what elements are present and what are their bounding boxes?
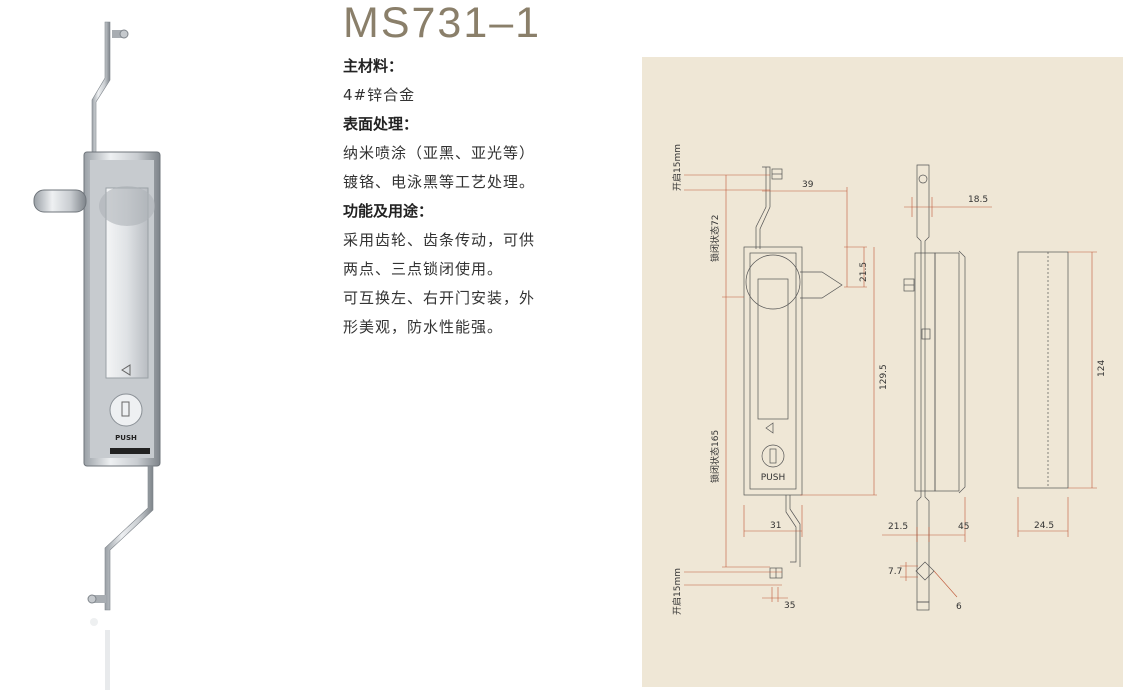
technical-drawing: PUSH 开启15mm 锁闭状态72 锁闭状态165 开启15mm 21.5 1… [642, 57, 1123, 687]
dim-7-7: 7.7 [888, 567, 902, 577]
label-open-bottom: 开启15mm [671, 568, 683, 615]
dim-24-5: 24.5 [1034, 521, 1054, 531]
dim-45: 45 [958, 522, 969, 532]
dim-31: 31 [770, 521, 781, 531]
dim-124: 124 [1097, 360, 1107, 377]
label-open-top: 开启15mm [671, 144, 683, 191]
product-photo: PUSH [10, 10, 170, 690]
function-heading: 功能及用途： [343, 202, 434, 220]
label-locked-165: 锁闭状态165 [709, 430, 721, 483]
dim-6: 6 [956, 602, 962, 612]
surface-line: 纳米喷涂（亚黑、亚光等） [343, 144, 536, 162]
material-heading: 主材料： [343, 57, 404, 75]
dim-18-5: 18.5 [968, 195, 988, 205]
dim-129-5: 129.5 [879, 364, 889, 390]
function-line: 采用齿轮、齿条传动，可供 [343, 231, 536, 249]
surface-line: 镀铬、电泳黑等工艺处理。 [343, 173, 536, 191]
dim-39: 39 [802, 180, 814, 190]
photo-push-label: PUSH [115, 434, 137, 442]
function-line: 形美观，防水性能强。 [343, 318, 504, 336]
spec-block: 主材料： 4#锌合金 表面处理： 纳米喷涂（亚黑、亚光等） 镀铬、电泳黑等工艺处… [343, 52, 603, 342]
material-value: 4#锌合金 [343, 86, 416, 104]
dim-21-5-top: 21.5 [859, 262, 869, 282]
dim-35: 35 [784, 601, 795, 611]
drawing-push-label: PUSH [761, 473, 786, 483]
function-line: 两点、三点锁闭使用。 [343, 260, 504, 278]
product-title: MS731–1 [343, 0, 542, 47]
surface-heading: 表面处理： [343, 115, 419, 133]
function-line: 可互换左、右开门安装，外 [343, 289, 536, 307]
dim-21-5-bottom: 21.5 [888, 522, 908, 532]
label-locked-72: 锁闭状态72 [709, 215, 721, 262]
